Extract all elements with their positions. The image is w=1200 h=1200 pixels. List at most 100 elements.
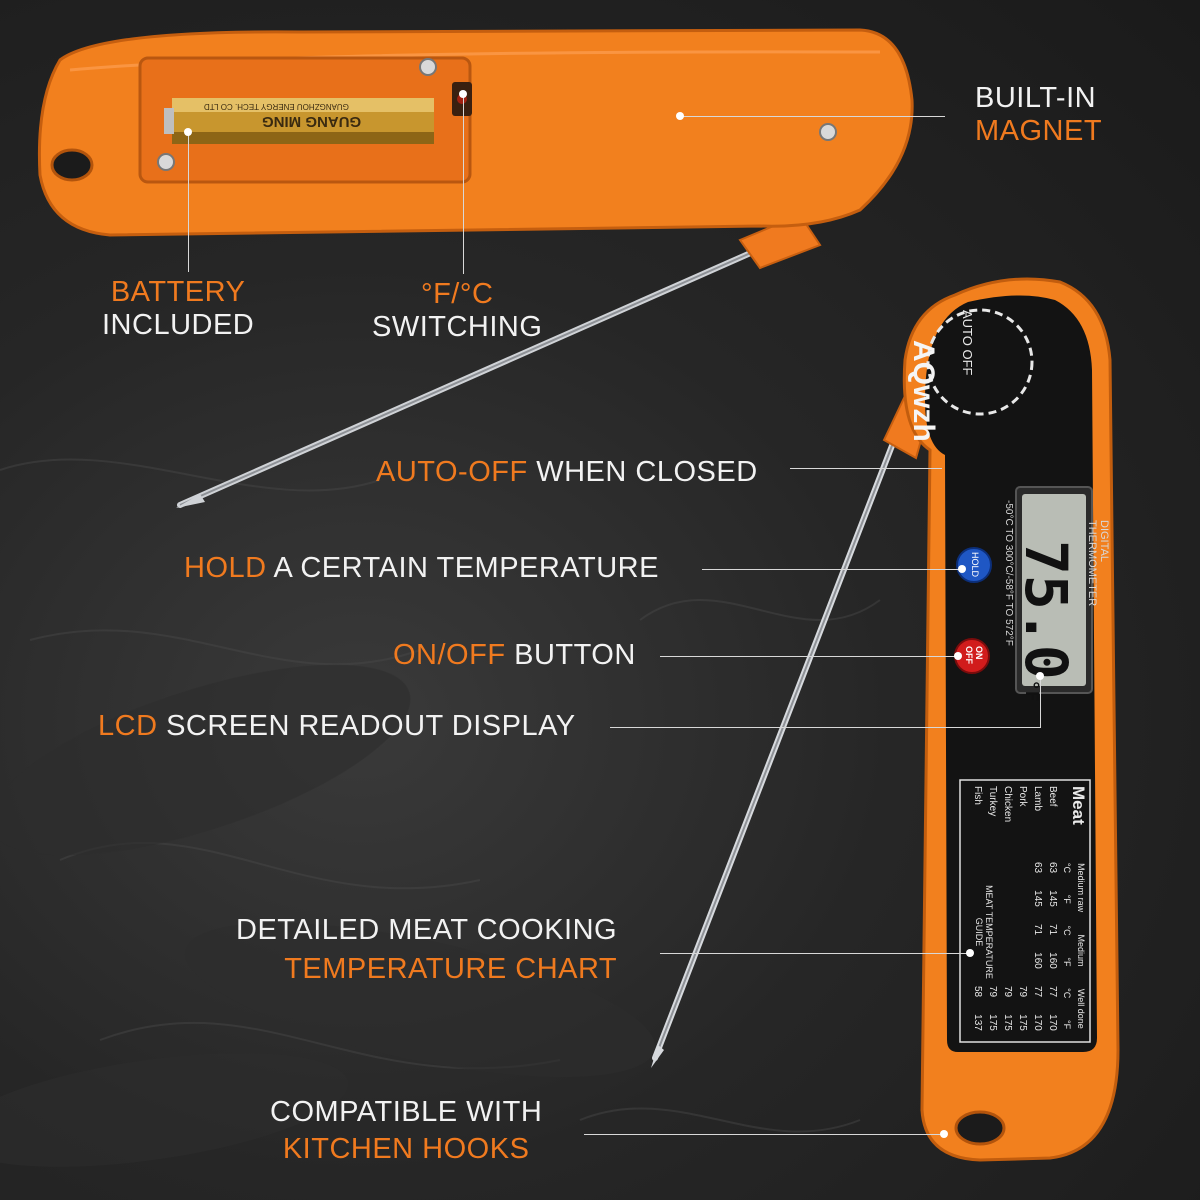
magnet-dot <box>676 112 684 120</box>
chart-line <box>660 953 970 954</box>
hold-label-rest: A CERTAIN TEMPERATURE <box>266 552 659 584</box>
meat-unit-1: °F <box>1062 894 1072 904</box>
meat-unit-5: °F <box>1062 1020 1072 1030</box>
meat-temp: 170 <box>1032 1014 1043 1031</box>
meat-name: Fish <box>972 786 983 805</box>
meat-name: Beef <box>1047 786 1058 807</box>
onoff-line <box>660 656 956 657</box>
lcd-line <box>610 727 1040 728</box>
meat-name: Lamb <box>1032 786 1043 812</box>
meat-temp <box>998 914 1013 945</box>
lcd-label-hl: LCD <box>98 710 158 742</box>
hooks-label: COMPATIBLE WITH KITCHEN HOOKS <box>270 1096 542 1167</box>
autooff-label-rest: WHEN CLOSED <box>527 456 758 488</box>
meat-temp: 63 <box>1032 861 1043 874</box>
meat-unit-4: °C <box>1062 988 1072 999</box>
onoff-label-hl: ON/OFF <box>393 639 506 671</box>
meat-guide: MEAT TEMPERATURE GUIDE <box>974 885 994 979</box>
lcd-dot <box>1036 672 1044 680</box>
meat-header-2: Well done <box>1076 988 1086 1029</box>
meat-unit-2: °C <box>1062 925 1072 936</box>
meat-name: Turkey <box>987 786 998 817</box>
onoff-label: ON/OFF BUTTON <box>393 639 636 672</box>
chart-label-line2: TEMPERATURE CHART <box>284 953 618 986</box>
hooks-label-line2: KITCHEN HOOKS <box>282 1133 530 1166</box>
meat-temp: 175 <box>1002 1014 1013 1031</box>
meat-temp: 77 <box>1032 985 1043 998</box>
device-title: DIGITAL THERMOMETER <box>1086 520 1110 607</box>
meat-temp: 145 <box>1047 890 1058 907</box>
meat-temp: 71 <box>1032 923 1043 936</box>
meat-temp <box>1013 883 1028 914</box>
meat-table-title: Meat <box>1069 786 1088 825</box>
hooks-label-line1: COMPATIBLE WITH <box>270 1096 543 1128</box>
switch-label-line2: SWITCHING <box>372 311 543 344</box>
hold-label: HOLD A CERTAIN TEMPERATURE <box>184 552 659 585</box>
meat-row: Chicken 79 175 <box>998 786 1013 1040</box>
onoff-label-rest: BUTTON <box>505 639 636 671</box>
meat-temp <box>998 945 1013 976</box>
hooks-line <box>584 1134 944 1135</box>
lcd-line-vertical <box>1040 676 1041 728</box>
device-auto-off: AUTO OFF <box>960 310 975 376</box>
meat-temp: 160 <box>1047 952 1058 969</box>
lcd-label: LCD SCREEN READOUT DISPLAY <box>98 710 576 743</box>
meat-name: Pork <box>1017 786 1028 807</box>
on-text: ON <box>974 646 984 660</box>
chart-dot <box>966 949 974 957</box>
meat-row: Beef 63 145 71 160 77 170 <box>1043 786 1058 1040</box>
meat-temp: 63 <box>1047 861 1058 874</box>
meat-temp: 175 <box>987 1014 998 1031</box>
meat-row: Pork 79 175 <box>1013 786 1028 1040</box>
switch-label-line1: °F/°C <box>421 278 494 310</box>
hold-dot <box>958 565 966 573</box>
meat-unit-3: °F <box>1062 957 1072 967</box>
switch-dot <box>459 90 467 98</box>
onoff-dot <box>954 652 962 660</box>
autooff-label: AUTO-OFF WHEN CLOSED <box>376 456 758 489</box>
battery-line <box>188 132 189 272</box>
meat-temp: 79 <box>1017 985 1028 998</box>
battery-label-line1: BATTERY <box>110 276 246 308</box>
meat-header-0: Medium raw <box>1076 863 1086 913</box>
autooff-label-hl: AUTO-OFF <box>376 456 528 488</box>
meat-temp <box>998 852 1013 883</box>
meat-temp: 71 <box>1047 923 1058 936</box>
battery-label-line2: INCLUDED <box>102 309 255 342</box>
meat-row: Lamb 63 145 71 160 77 170 <box>1028 786 1043 1040</box>
magnet-label-line2: MAGNET <box>975 115 1103 148</box>
battery-dot <box>184 128 192 136</box>
magnet-label: BUILT-IN MAGNET <box>975 82 1102 149</box>
meat-temp: 170 <box>1047 1014 1058 1031</box>
meat-name: Chicken <box>1002 786 1013 823</box>
lcd-reading: 75.0°F <box>1012 540 1080 701</box>
meat-temp: 77 <box>1047 985 1058 998</box>
off-text: OFF <box>964 646 974 664</box>
switch-line <box>463 94 464 274</box>
meat-unit-0: °C <box>1062 862 1072 873</box>
meat-temp <box>1013 945 1028 976</box>
meat-temp: 145 <box>1032 890 1043 907</box>
autooff-line <box>790 468 942 469</box>
meat-temp <box>998 883 1013 914</box>
chart-label-line1: DETAILED MEAT COOKING <box>236 914 618 946</box>
meat-temp: 79 <box>1002 985 1013 998</box>
magnet-label-line1: BUILT-IN <box>975 82 1097 114</box>
switch-label: °F/°C SWITCHING <box>372 278 542 345</box>
hold-label-hl: HOLD <box>184 552 267 584</box>
meat-temp: 160 <box>1032 952 1043 969</box>
on-button[interactable]: ON OFF <box>964 646 984 664</box>
meat-header-1: Medium <box>1076 934 1086 967</box>
lcd-value: 75.0 <box>1012 540 1080 680</box>
lcd-label-rest: SCREEN READOUT DISPLAY <box>157 710 576 742</box>
hold-button[interactable]: HOLD <box>970 552 980 578</box>
meat-temp: 175 <box>1017 1014 1028 1031</box>
device-brand: AQwzh <box>907 340 940 442</box>
meat-temp <box>1013 852 1028 883</box>
chart-label: DETAILED MEAT COOKING TEMPERATURE CHART <box>236 914 617 987</box>
